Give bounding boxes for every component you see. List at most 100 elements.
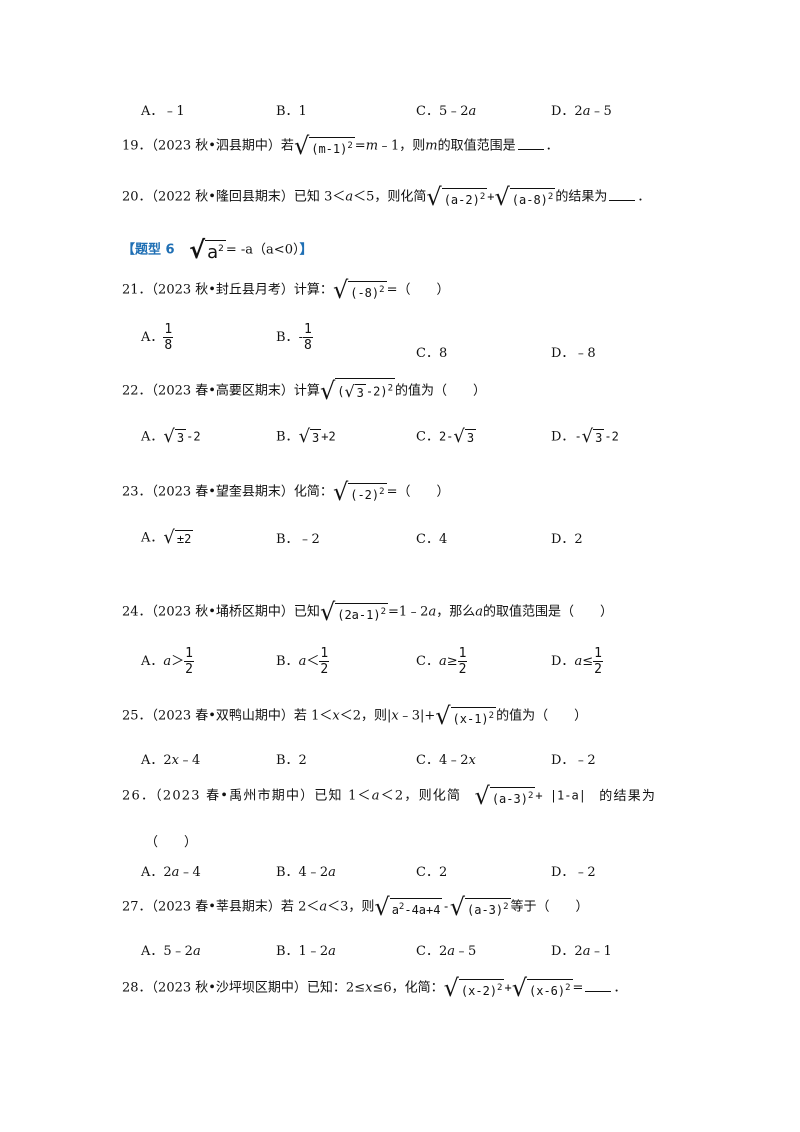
q23-option-d: D．2 (551, 528, 583, 547)
q24-d-op: ≤ (582, 654, 594, 669)
radical-sign-icon: √ (443, 974, 459, 1002)
q21-option-d: D．﹣8 (551, 342, 596, 361)
q28-plus: + (504, 980, 512, 995)
radical-sign-icon: √ (319, 377, 336, 405)
q20-sqrt-2: √(a-8)2 (494, 185, 556, 209)
q26-option-b: B．4﹣2a (276, 861, 336, 880)
radical-sign-icon: √ (332, 276, 349, 304)
q20-radicand-1: (a-2)2 (441, 187, 488, 207)
q20-sqrt-1: √(a-2)2 (426, 185, 488, 209)
radical-sign-icon: √ (449, 893, 465, 921)
q26-sqrt: √(a-3)2 (475, 784, 536, 808)
q23-option-c-text: C．4 (416, 532, 448, 547)
q18-option-a-text: A．﹣1 (141, 104, 185, 119)
q27-option-d: D．2a﹣1 (551, 940, 612, 959)
q20-cond: ＜5，则化简 (353, 189, 427, 205)
q26-paren-text: （ ） (145, 835, 198, 850)
q23-number: 23． (122, 484, 152, 500)
q26-a-label: A．2 (141, 865, 172, 880)
q26-radicand-text: (a-3) (491, 791, 528, 806)
q25-option-a: A．2x﹣4 (141, 749, 200, 768)
q22-c-radicand: 3 (464, 429, 477, 445)
q18-option-d: D．2a﹣5 (551, 100, 612, 119)
heading-6-radicand: a2 (205, 240, 226, 262)
q24-a-label: A． (141, 654, 164, 669)
q22-b-radicand: 3 (310, 429, 322, 445)
q25-radicand: (x-1)2 (450, 706, 497, 726)
heading-6-sqrt: √a2 (189, 238, 226, 262)
q26-paren: （ ） (145, 831, 197, 850)
q28-number: 28． (122, 980, 152, 996)
q19-number: 19． (122, 138, 152, 154)
q26-option-d: D．﹣2 (551, 861, 596, 880)
q26-b-label: B．4﹣2 (276, 865, 329, 880)
q23-option-a-label: A． (141, 530, 164, 546)
q23-source: （2023 春•望奎县期末）化简： (151, 484, 333, 500)
q24-a-var: a (163, 654, 172, 669)
q25-c-label: C．4﹣2 (416, 753, 469, 768)
q25-abs-rest: ﹣3|+ (398, 708, 436, 724)
q28-r2: (x-6) (529, 983, 566, 998)
q27-sqrt-1: √a2-4a+4 (374, 895, 443, 919)
q20-end: ． (637, 189, 651, 205)
q23-a-sqrt: √±2 (163, 526, 194, 550)
q21-option-d-text: D．﹣8 (551, 346, 596, 361)
q20-number: 20． (122, 189, 152, 205)
q25-d-text: D．﹣2 (551, 753, 596, 768)
q20-var: a (345, 189, 354, 205)
q22-d-rest: -2 (604, 429, 619, 444)
q24-number: 24． (122, 604, 152, 620)
q23-option-d-text: D．2 (551, 532, 583, 547)
q21-b-sign: - (298, 330, 303, 345)
q24-a-denominator: 2 (185, 662, 193, 677)
q22-option-a: A．√3-2 (141, 425, 201, 449)
q24-b-denominator: 2 (320, 662, 329, 677)
q21-radicand-text: (-8) (350, 285, 380, 300)
q23-option-b-text: B．﹣2 (276, 532, 320, 547)
q22-number: 22． (122, 383, 152, 399)
q25-tail: 的值为（ ） (496, 708, 588, 724)
q26-cond: ＜2，则化简 (380, 788, 462, 804)
q27-c-rest: ﹣5 (454, 944, 477, 959)
q23-tail: =（ ） (386, 484, 450, 500)
q22-option-d: D．-√3-2 (551, 425, 619, 449)
q20-exponent-1: 2 (479, 191, 486, 202)
q24-eq: =1﹣2 (388, 604, 429, 620)
section-heading-6: 【题型 6 √a2= -a（a<0）】 (122, 238, 313, 262)
heading-6-open: 【题型 6 (122, 242, 175, 258)
question-24: 24．（2023 秋•埇桥区期中）已知√(2a-1)2=1﹣2a，那么a的取值范… (122, 600, 613, 624)
q19-radicand-text: (m-1) (311, 141, 348, 156)
q20-blank (609, 188, 636, 201)
q22-option-b-label: B． (276, 429, 299, 445)
heading-6-exponent: 2 (218, 244, 224, 254)
q24-c-denominator: 2 (458, 662, 467, 677)
q27-c-var: a (447, 944, 455, 959)
q26-option-c: C．2 (416, 861, 447, 880)
q20-source: （2022 秋•隆回县期末）已知 3＜ (151, 189, 346, 205)
q22-a-rest: -2 (186, 429, 201, 444)
radical-sign-icon: √ (332, 478, 349, 506)
q21-option-c: C．8 (416, 342, 447, 361)
q22-radicand: (√3-2)2 (335, 378, 396, 404)
q23-option-a: A．√±2 (141, 526, 194, 550)
q27-cond: ＜3，则 (327, 899, 375, 915)
q26-tail: 的结果为 (599, 788, 657, 804)
q21-tail: =（ ） (386, 282, 450, 298)
q23-a-radicand: ±2 (174, 530, 194, 546)
q22-paren-open: ( (337, 384, 345, 399)
q19-radicand: (m-1)2 (309, 136, 355, 156)
q19-source: （2023 秋•泗县期中）若 (151, 138, 294, 154)
q19-blank (517, 137, 544, 150)
q20-radicand-2: (a-8)2 (509, 187, 556, 207)
q26-source: （2023 春•禹州市期中）已知 1＜ (155, 788, 372, 804)
radical-sign-icon: √ (298, 426, 311, 447)
q24-a-op: ＞ (171, 654, 185, 669)
q26-var: a (371, 788, 381, 804)
q24-sqrt: √(2a-1)2 (320, 600, 389, 624)
